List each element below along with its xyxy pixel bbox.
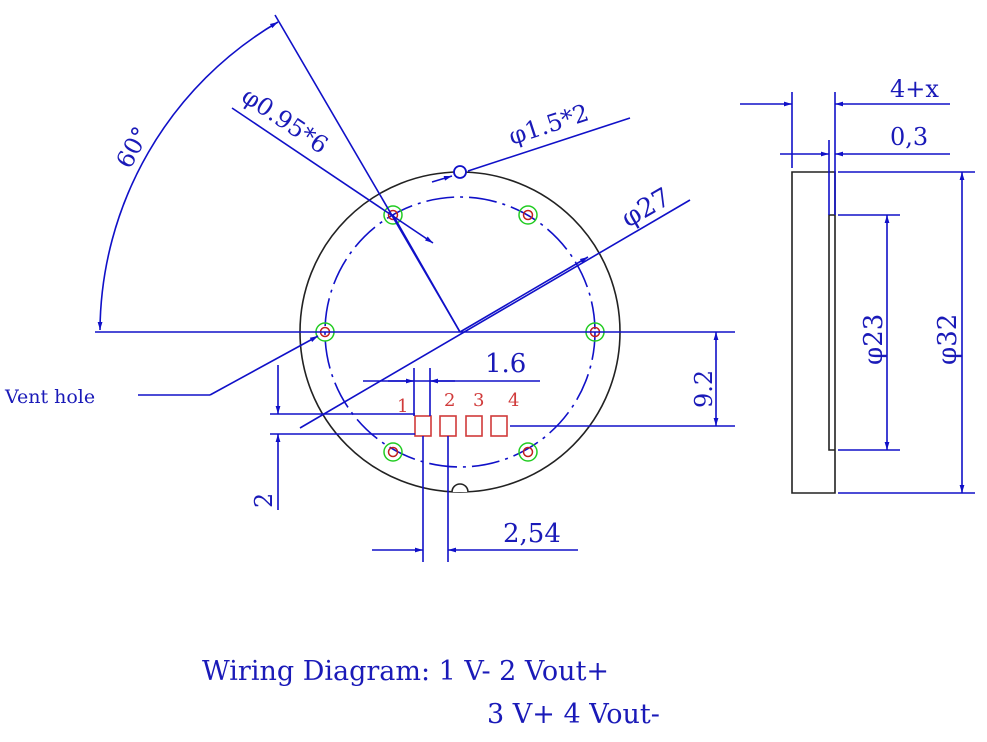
hole — [518, 442, 538, 462]
pad-label-4: 4 — [508, 390, 519, 411]
wiring-line-2: 3 V+ 4 Vout- — [487, 699, 660, 730]
side-membrane — [828, 214, 835, 451]
front-view: 1 2 3 4 — [299, 165, 621, 493]
pad-3 — [465, 415, 483, 437]
wiring-line-1: Wiring Diagram: 1 V- 2 Vout+ — [202, 656, 609, 687]
pad-1 — [414, 415, 432, 437]
hole — [518, 205, 538, 225]
pad-4 — [490, 415, 508, 437]
pad-2 — [439, 415, 457, 437]
pad-label-1: 1 — [397, 396, 408, 417]
bottom-notch — [451, 483, 469, 493]
thickness-label: 4+x — [890, 75, 939, 103]
angle-label: 60° — [111, 122, 156, 173]
inner-diameter-label: φ23 — [859, 314, 889, 365]
small-offset-label: 2 — [250, 493, 278, 508]
pad-pitch-top-label: 1.6 — [485, 349, 526, 379]
vent-hole-label: Vent hole — [4, 386, 95, 408]
mount-hole-top — [453, 165, 467, 179]
large-hole-label: φ1.5*2 — [505, 99, 592, 151]
vertical-offset-label: 9.2 — [690, 370, 718, 408]
step-label: 0,3 — [890, 123, 928, 151]
hole — [383, 442, 403, 462]
side-view — [740, 92, 975, 494]
outer-diameter-label: φ32 — [933, 314, 963, 365]
pad-label-3: 3 — [473, 390, 484, 411]
hole — [383, 205, 403, 225]
side-body — [791, 171, 836, 494]
pad-label-2: 2 — [444, 390, 455, 411]
pads — [414, 415, 508, 437]
dimension-lines — [95, 14, 735, 562]
pad-pitch-bottom-label: 2,54 — [503, 519, 561, 549]
